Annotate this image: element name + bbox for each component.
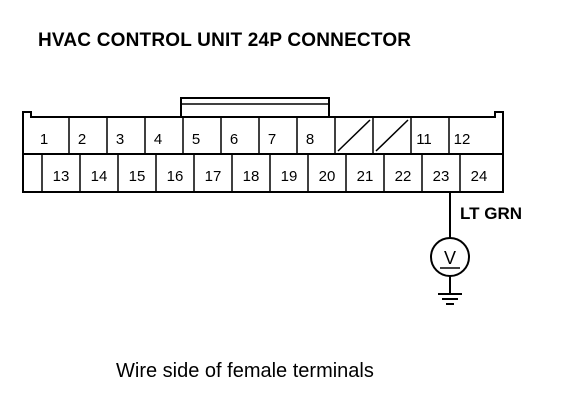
empty-cavity-slash [375,119,409,152]
pin-label-13: 13 [53,168,70,185]
connector-housing [22,111,504,193]
pin-label-20: 20 [319,168,336,185]
pin-label-2: 2 [78,131,86,148]
pin-label-19: 19 [281,168,298,185]
pin-label-16: 16 [167,168,184,185]
connector-body [22,97,504,193]
pin-label-11: 11 [416,131,432,148]
pin-label-4: 4 [154,131,162,148]
pin-label-24: 24 [471,168,488,185]
pin-label-15: 15 [129,168,146,185]
empty-cavity-slash [337,119,371,152]
pin-label-18: 18 [243,168,260,185]
pin-label-3: 3 [116,131,124,148]
wire-color-label: LT GRN [460,204,522,223]
pin-label-7: 7 [268,131,276,148]
diagram-title: HVAC CONTROL UNIT 24P CONNECTOR [38,30,412,51]
pin-label-6: 6 [230,131,238,148]
pin-label-17: 17 [205,168,222,185]
pin-label-21: 21 [357,168,374,185]
connector-lock-tab [180,97,330,117]
connector-bottom-row: 13 14 15 16 17 18 19 20 21 22 23 24 [41,154,488,192]
pin-label-12: 12 [454,131,471,148]
diagram-caption: Wire side of female terminals [116,360,374,382]
pin-label-22: 22 [395,168,412,185]
pin-label-1: 1 [40,131,48,148]
pin-label-8: 8 [306,131,314,148]
pin-label-14: 14 [91,168,108,185]
voltmeter-symbol: V [444,248,456,268]
pin-label-5: 5 [192,131,200,148]
voltmeter-icon: V [430,237,470,277]
ground-icon [438,276,462,305]
pin-label-23: 23 [433,168,450,185]
